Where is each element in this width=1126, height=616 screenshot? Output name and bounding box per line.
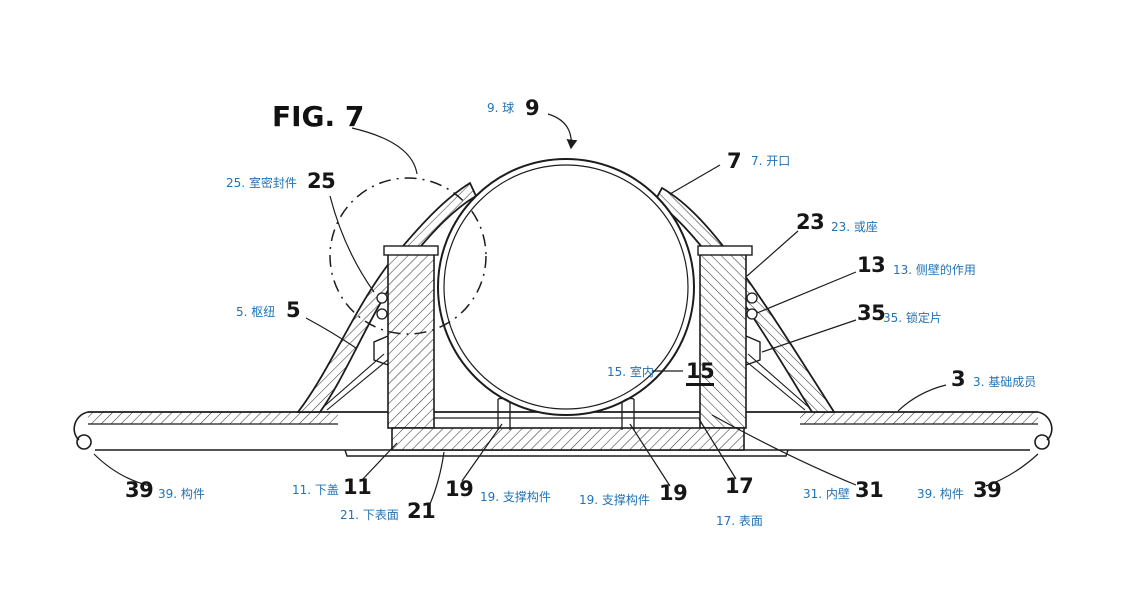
leader-11 (361, 442, 398, 481)
seal-left-2 (376, 308, 388, 320)
dome-shell-left (296, 181, 478, 413)
column-cap-left (383, 245, 439, 256)
lower-cover (391, 427, 745, 451)
leader-5 (305, 317, 357, 349)
seal-right-2 (746, 308, 758, 320)
leader-39-right (985, 453, 1039, 487)
leader-lines (93, 113, 1039, 505)
leader-fig7 (351, 127, 418, 175)
leader-9 (547, 113, 578, 150)
support-column-right (699, 253, 747, 429)
leader-7 (669, 164, 721, 195)
column-cap-right (697, 245, 753, 256)
locking-tab-right (745, 335, 761, 366)
phantom-detail-circle (329, 177, 487, 335)
seal-right-1 (746, 292, 758, 304)
leader-39-left (93, 453, 151, 487)
leader-21 (429, 451, 445, 505)
ball (437, 158, 695, 416)
socket-walls (373, 245, 761, 429)
leader-19-left (461, 423, 503, 482)
support-members (497, 397, 635, 430)
leader-23 (746, 230, 799, 277)
leader-17 (698, 418, 737, 480)
seal-left-1 (376, 292, 388, 304)
leader-31 (711, 414, 857, 486)
inner-ribs (319, 353, 813, 411)
locking-tab-left (373, 335, 389, 366)
leader-13 (756, 271, 857, 314)
support-column-left (387, 253, 435, 429)
leader-19-right (629, 423, 671, 487)
leader-25 (329, 195, 375, 293)
base-end-curls (73, 411, 1053, 450)
leader-3 (897, 384, 947, 412)
leader-35 (761, 319, 857, 353)
